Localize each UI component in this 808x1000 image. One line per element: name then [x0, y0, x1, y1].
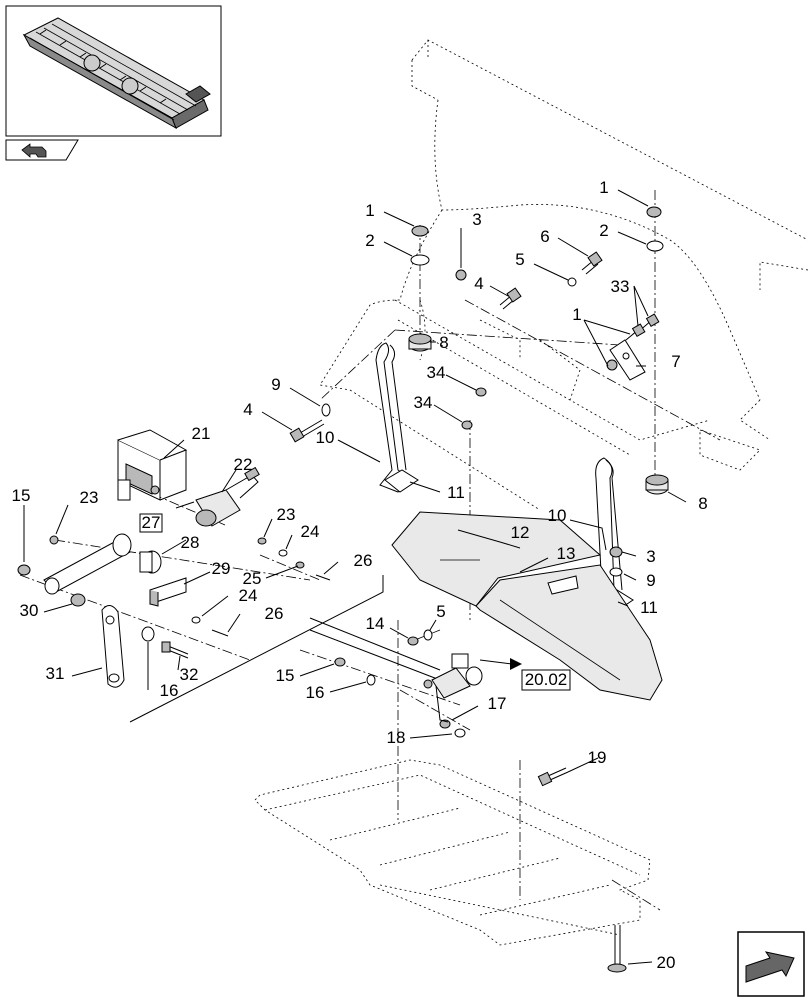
- callout-31: 31: [46, 664, 65, 683]
- callout-5: 5: [515, 250, 524, 269]
- callout-20: 20: [657, 953, 676, 972]
- callout-10: 10: [316, 428, 335, 447]
- callout-22: 22: [234, 455, 253, 474]
- callout-32: 32: [180, 665, 199, 684]
- callout-26: 26: [265, 604, 284, 623]
- callout-1: 1: [599, 178, 608, 197]
- shield-panels: [391, 511, 663, 701]
- header-frame-outline: [319, 39, 808, 511]
- callout-9: 9: [646, 571, 655, 590]
- ref-box-27[interactable]: 27: [139, 513, 163, 533]
- callout-13: 13: [557, 544, 576, 563]
- ref-box-27-label: 27: [142, 513, 161, 532]
- callout-4: 4: [243, 400, 252, 419]
- callout-8: 8: [439, 333, 448, 352]
- callout-3: 3: [646, 547, 655, 566]
- header-thumbnail-image: [22, 17, 211, 130]
- callout-11: 11: [640, 598, 658, 617]
- callout-15: 15: [276, 666, 295, 685]
- callout-34: 34: [427, 363, 446, 382]
- callout-33: 33: [611, 277, 630, 296]
- connector-lines: [129, 575, 441, 723]
- callout-17: 17: [488, 694, 507, 713]
- callout-1: 1: [572, 305, 581, 324]
- callout-23: 23: [277, 505, 296, 524]
- callout-30: 30: [20, 601, 39, 620]
- callout-2: 2: [599, 221, 608, 240]
- hardware-parts: [17, 206, 669, 973]
- callout-15: 15: [12, 486, 31, 505]
- callout-29: 29: [212, 559, 231, 578]
- callout-16: 16: [306, 683, 325, 702]
- callout-19: 19: [588, 748, 607, 767]
- ref-box-20-02[interactable]: 20.02: [479, 658, 571, 691]
- callout-26: 26: [354, 551, 373, 570]
- callout-34: 34: [414, 393, 433, 412]
- ref-box-20-02-label: 20.02: [525, 670, 568, 689]
- callout-21: 21: [192, 424, 211, 443]
- callout-24: 24: [301, 522, 320, 541]
- callout-numbers: 1 2 3 1 2 6 5 4 33 1 8 7 9 34 4 34 10 21…: [12, 178, 708, 972]
- callout-leaders: [23, 189, 687, 965]
- callout-5: 5: [436, 602, 445, 621]
- callout-1: 1: [365, 201, 374, 220]
- thumbnail-panel: [5, 5, 222, 161]
- callout-4: 4: [474, 274, 483, 293]
- callout-2: 2: [365, 231, 374, 250]
- forward-arrow-icon[interactable]: [737, 931, 805, 997]
- callout-23: 23: [80, 488, 99, 507]
- callout-6: 6: [540, 227, 549, 246]
- callout-12: 12: [511, 523, 530, 542]
- callout-7: 7: [671, 352, 680, 371]
- callout-16: 16: [160, 681, 179, 700]
- bottom-frame-outline: [254, 759, 651, 946]
- callout-8: 8: [698, 494, 707, 513]
- callout-9: 9: [271, 375, 280, 394]
- callout-28: 28: [181, 533, 200, 552]
- callout-10: 10: [548, 506, 567, 525]
- callout-3: 3: [472, 210, 481, 229]
- callout-11: 11: [447, 483, 465, 502]
- callout-24: 24: [239, 586, 258, 605]
- callout-14: 14: [366, 614, 385, 633]
- callout-25: 25: [243, 569, 262, 588]
- back-arrow-icon[interactable]: [5, 139, 79, 161]
- callout-18: 18: [387, 728, 406, 747]
